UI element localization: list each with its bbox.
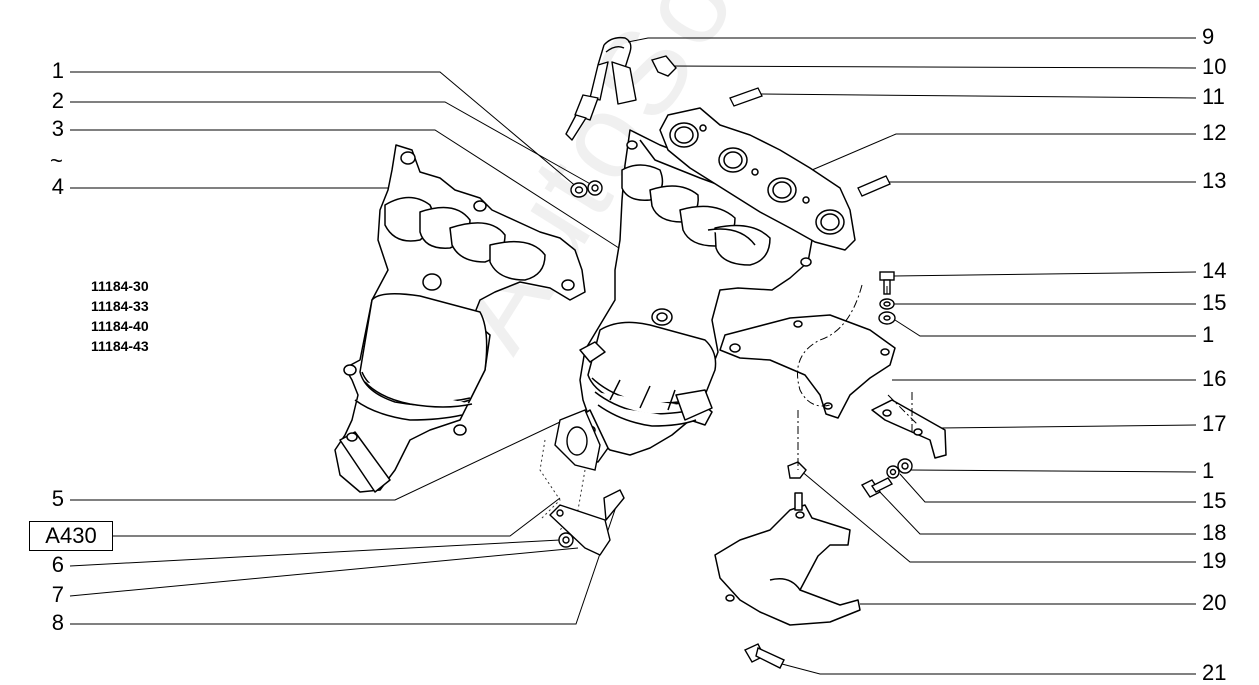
leader-line (811, 133, 1196, 171)
callout-number: 1 (51, 58, 64, 83)
leader-line (70, 71, 579, 189)
leader-line (877, 489, 1196, 535)
leader-line (667, 65, 1197, 69)
callout-number: 18 (1202, 520, 1227, 545)
callout-number: 10 (1202, 54, 1227, 79)
upper-bolt-washers (878, 271, 896, 325)
callout-number: 6 (51, 552, 64, 577)
callout-number: 9 (1202, 24, 1215, 49)
leader-line (910, 469, 1197, 473)
heat-shield-lower (714, 492, 861, 626)
callout-number: 19 (1202, 548, 1227, 573)
manifold-catalyst-left (334, 144, 586, 493)
leader-line (70, 494, 621, 625)
leader-line (70, 421, 561, 501)
leader-line (939, 424, 1197, 429)
leader-line (899, 473, 1196, 503)
assembly-lines (797, 284, 919, 470)
lower-bolt-washers (787, 458, 913, 498)
callout-number: 7 (51, 582, 64, 607)
leader-line (69, 547, 579, 597)
callout-number: 11 (1202, 84, 1225, 109)
leader-line (781, 663, 1196, 675)
heat-shield-upper (719, 314, 896, 419)
callout-number: 12 (1202, 120, 1227, 145)
callout-number: 1 (1202, 458, 1215, 483)
clip (650, 55, 677, 77)
leader-line (70, 101, 595, 187)
callout-number: 16 (1202, 366, 1227, 391)
variant-code: 11184-40 (91, 318, 149, 334)
leader-line (69, 539, 561, 567)
leader-line (893, 271, 1197, 277)
lower-bolt (744, 643, 785, 669)
variant-code: 11184-43 (91, 338, 149, 354)
callout-number: 17 (1202, 411, 1227, 436)
callout-number: 21 (1202, 660, 1227, 685)
callout-number: 2 (51, 88, 64, 113)
leader-line (70, 129, 623, 251)
range-mark: ~ (50, 148, 63, 173)
downpipe-phantom (539, 439, 586, 531)
leader-line (799, 469, 1196, 563)
manifold-gasket (659, 107, 856, 251)
flange-gasket (554, 409, 601, 471)
variant-list: 11184-30 11184-33 11184-40 11184-43 (91, 276, 149, 356)
callout-number: 4 (51, 174, 64, 199)
callout-number: 15 (1202, 290, 1227, 315)
callout-number: 15 (1202, 488, 1227, 513)
callout-number: 14 (1202, 258, 1227, 283)
lower-bracket-hardware (549, 489, 625, 556)
reference-box: A430 (29, 521, 113, 551)
callout-number: 20 (1202, 590, 1227, 615)
callout-number: 1 (1202, 322, 1215, 347)
callout-number: 3 (51, 116, 64, 141)
shield-bracket (871, 399, 947, 459)
callout-number: 8 (51, 610, 64, 635)
nut-washer (570, 180, 603, 198)
studs (729, 87, 891, 197)
leader-line (757, 93, 1197, 99)
variant-code: 11184-33 (91, 298, 149, 314)
callout-number: 13 (1202, 168, 1227, 193)
variant-code: 11184-30 (91, 278, 149, 294)
oxygen-sensor (565, 36, 637, 141)
leader-line (627, 37, 1196, 43)
leader-line (894, 319, 1196, 337)
leader-line (113, 497, 561, 537)
callout-number: 5 (51, 486, 64, 511)
